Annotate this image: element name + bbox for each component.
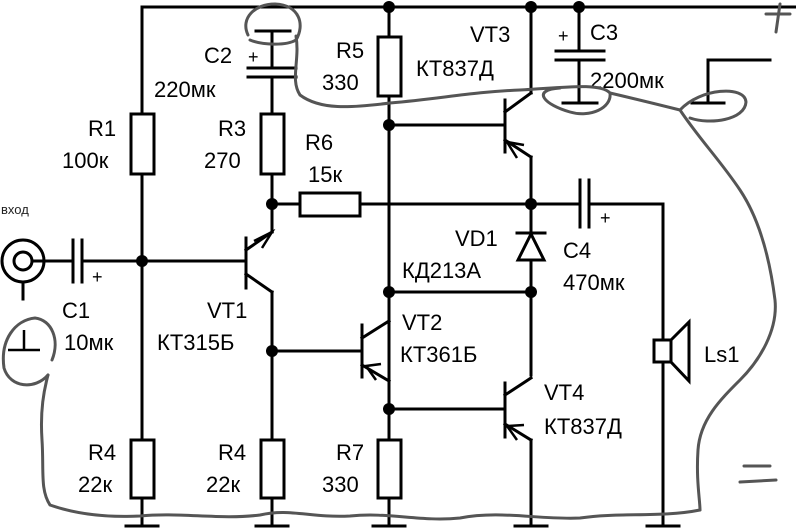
R3-ref: R3	[218, 116, 246, 141]
C3-ref: C3	[590, 20, 618, 45]
input-jack	[0, 238, 74, 301]
R4-left-ref: R4	[88, 440, 116, 465]
junction	[573, 1, 585, 13]
VT2-ref: VT2	[402, 310, 442, 335]
capacitor-C2	[246, 29, 298, 116]
VT1-type: КТ315Б	[157, 330, 234, 355]
junction	[383, 1, 395, 13]
C2-ref: C2	[204, 43, 232, 68]
hand-annotations	[1, 2, 792, 521]
C4-plus: +	[600, 208, 611, 228]
transistor-VT4	[502, 375, 549, 528]
speaker-Ls1	[652, 318, 691, 385]
R7-value: 330	[322, 472, 359, 497]
C2-value: 220мк	[154, 77, 216, 102]
transistor-VT2	[359, 318, 392, 384]
ground-symbol-right	[690, 58, 772, 105]
C1-plus: +	[92, 267, 103, 287]
capacitor-C3	[554, 5, 606, 105]
transistor-VT3	[502, 5, 534, 377]
capacitor-C1	[71, 238, 144, 284]
resistor-R4-left	[124, 438, 160, 528]
resistor-R5	[376, 5, 403, 412]
C1-value: 10мк	[64, 330, 114, 355]
VT3-type: КТ837Д	[416, 56, 494, 81]
diode-VD1	[515, 230, 547, 262]
C3-plus: +	[558, 26, 569, 46]
R4-right-ref: R4	[218, 440, 246, 465]
R1-ref: R1	[88, 116, 116, 141]
R6-value: 15к	[308, 162, 342, 187]
resistor-R1	[129, 112, 156, 442]
transistor-VT1	[243, 228, 276, 442]
C1-ref: C1	[62, 298, 90, 323]
R5-value: 330	[322, 70, 359, 95]
VT1-ref: VT1	[207, 298, 247, 323]
C2-plus: +	[248, 47, 259, 67]
Ls1-ref: Ls1	[704, 342, 739, 367]
R7-ref: R7	[336, 440, 364, 465]
resistor-R3	[259, 112, 286, 234]
C4-ref: C4	[563, 238, 591, 263]
VT2-type: КТ361Б	[400, 342, 477, 367]
VT4-ref: VT4	[544, 380, 584, 405]
R5-ref: R5	[336, 38, 364, 63]
capacitor-C4	[529, 178, 681, 528]
R3-value: 270	[204, 148, 241, 173]
resistor-R4-right	[254, 438, 290, 528]
VT3-ref: VT3	[470, 22, 510, 47]
input-label: вход	[1, 202, 29, 217]
resistor-R7	[371, 407, 407, 528]
R4-left-value: 22к	[78, 472, 112, 497]
resistor-R6	[270, 191, 533, 218]
junction	[525, 286, 537, 298]
R6-ref: R6	[305, 130, 333, 155]
C4-value: 470мк	[563, 270, 625, 295]
VT4-type: КТ837Д	[544, 414, 622, 439]
R4-right-value: 22к	[206, 472, 240, 497]
R1-value: 100к	[62, 148, 109, 173]
VD1-ref: VD1	[455, 226, 498, 251]
junction	[525, 1, 537, 13]
input-ground-symbol	[8, 330, 40, 352]
power-rail	[140, 5, 796, 115]
VD1-type: КД213А	[402, 258, 481, 283]
